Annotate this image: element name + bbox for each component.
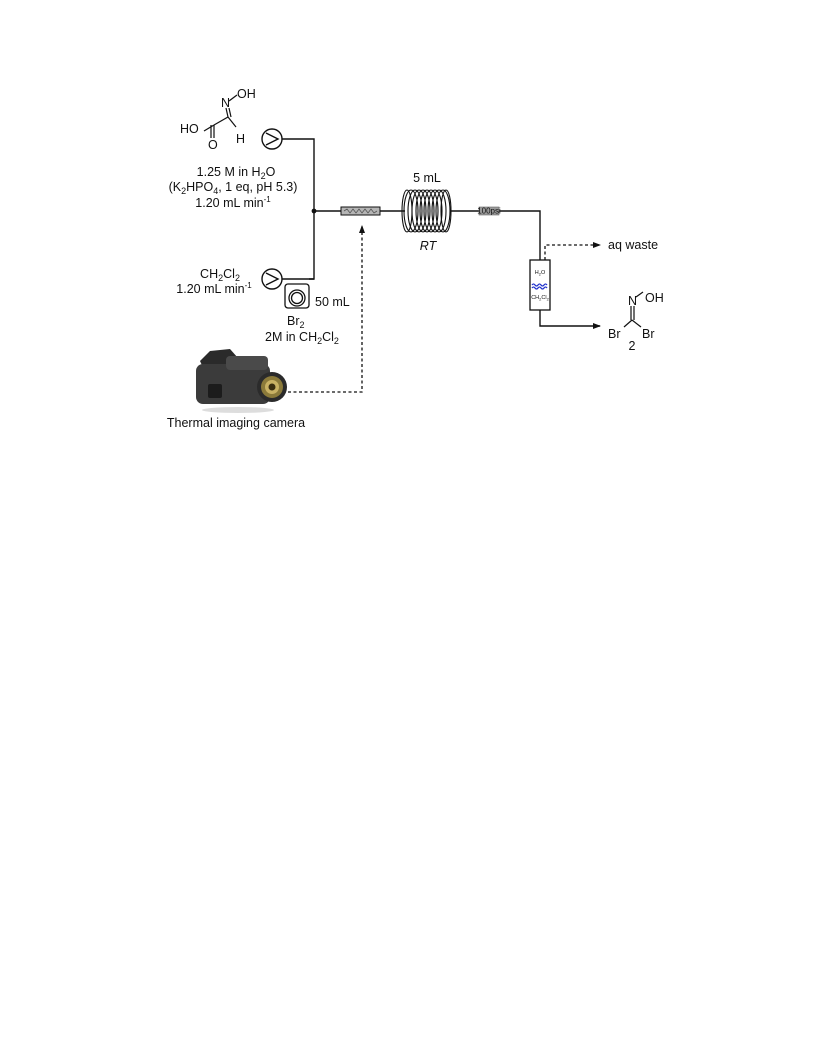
t-mixer-junction [311,208,317,214]
oxime-flow-rate: 1.20 mL min-1 [195,195,271,210]
loop-volume: 50 mL [315,295,350,309]
product-number: 2 [629,339,636,353]
product-atom-n: N [628,294,637,308]
oxime-concentration: 1.25 M in H2O [197,165,276,181]
product-atom-br-right: Br [642,327,655,341]
coil-reactor-icon [401,189,452,233]
dcm-label: CH2Cl2 [200,267,240,283]
back-pressure-regulator [478,206,500,216]
pump-2-icon [261,268,283,290]
atom-n: N [221,96,230,110]
bpr-label: 100psi [477,207,501,216]
aqueous-phase-label: H2O [535,270,546,277]
bromine-concentration: 2M in CH2Cl2 [265,330,339,346]
thermal-camera-icon [196,349,287,413]
oxime-buffer: (K2HPO4, 1 eq, pH 5.3) [169,180,298,196]
atom-ho: HO [180,122,199,136]
bromine-sample-loop-icon [284,283,310,309]
bromine-label: Br2 [287,314,305,330]
product-atom-br-left: Br [608,327,621,341]
reactor-temperature: RT [420,239,438,253]
product-atom-oh: OH [645,291,664,305]
camera-monitoring-arrow [288,225,365,393]
reactor-volume: 5 mL [413,171,441,185]
product-structure [623,291,644,328]
atom-h: H [236,132,245,146]
dcm-flow-rate: 1.20 mL min-1 [176,281,252,296]
glyoxylic-oxime-structure [203,94,238,138]
pump-1-icon [261,128,283,150]
aq-waste-label: aq waste [608,238,658,252]
atom-oh: OH [237,87,256,101]
mixer-window-icon [340,206,381,216]
organic-phase-label: CH2Cl2 [531,295,549,302]
liquid-separator [529,259,551,311]
camera-label: Thermal imaging camera [167,416,305,430]
atom-carbonyl-o: O [208,138,218,152]
aq-waste-arrow [544,242,601,260]
